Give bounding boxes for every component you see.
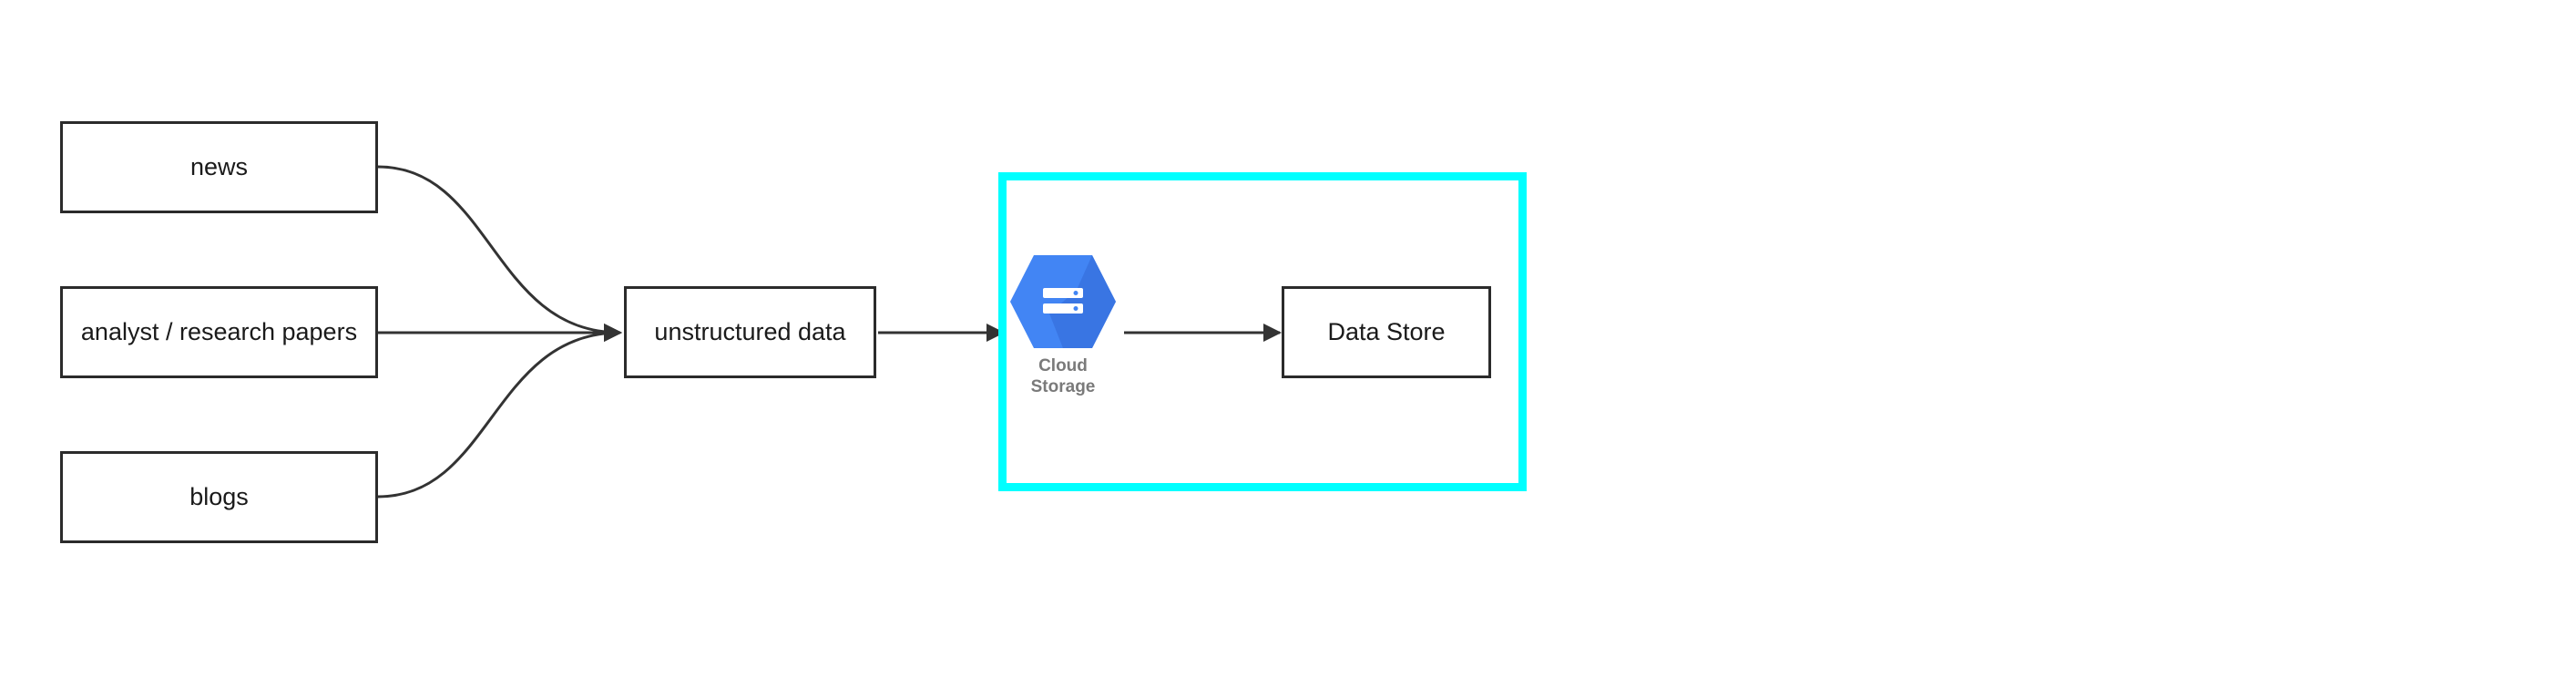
node-unstructured-data[interactable]: unstructured data xyxy=(624,286,876,378)
node-unstructured-data-label: unstructured data xyxy=(654,318,846,345)
node-news[interactable]: news xyxy=(60,121,378,213)
node-analyst-research-papers[interactable]: analyst / research papers xyxy=(60,286,378,378)
node-analyst-research-papers-label: analyst / research papers xyxy=(80,318,358,345)
node-blogs[interactable]: blogs xyxy=(60,451,378,543)
connector-blogs-to-unstructured xyxy=(377,324,622,499)
cloud-storage-icon[interactable] xyxy=(1008,253,1118,350)
node-news-label: news xyxy=(189,153,249,180)
cloud-storage-highlight-frame[interactable] xyxy=(998,172,1527,491)
node-blogs-label: blogs xyxy=(189,483,249,510)
connector-news-to-unstructured xyxy=(377,165,622,342)
node-data-store[interactable]: Data Store xyxy=(1282,286,1491,378)
cloud-storage-label: Cloud Storage xyxy=(1008,355,1118,397)
cloud-storage-label-line1: Cloud xyxy=(1038,356,1088,375)
node-data-store-label: Data Store xyxy=(1327,318,1446,345)
cloud-storage-label-line2: Storage xyxy=(1030,377,1096,396)
